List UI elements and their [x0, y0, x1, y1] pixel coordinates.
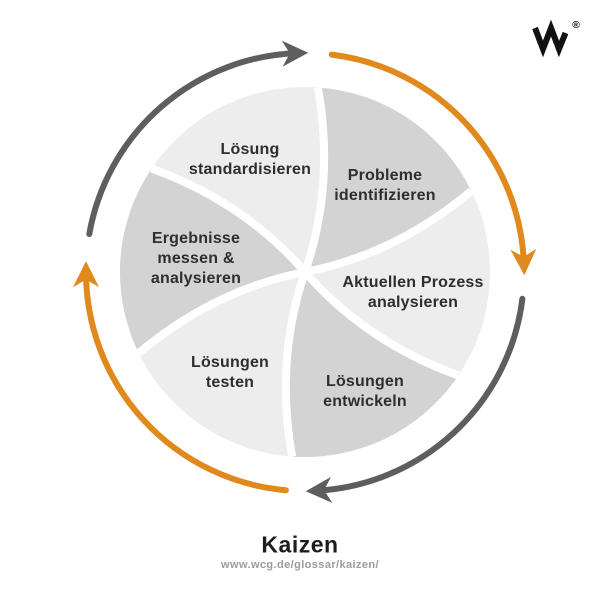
- segment-loesungen-testen: [138, 272, 305, 457]
- segment-label-aktuellen-prozess-analysieren: Aktuellen Prozess analysieren: [342, 274, 484, 311]
- registered-mark: ®: [572, 19, 580, 31]
- segment-loesungen-entwickeln: [285, 272, 459, 458]
- segment-probleme-identifizieren: [305, 87, 472, 273]
- source-url: www.wcg.de/glossar/kaizen/: [221, 559, 379, 571]
- segment-ergebnisse-messen-analysieren: [119, 168, 305, 354]
- segment-divider: [281, 270, 309, 458]
- cycle-arrow-bottom-left: [73, 261, 289, 494]
- brand-w-icon: [532, 19, 569, 58]
- segment-divider: [304, 187, 474, 276]
- pinwheel-wheel: [119, 86, 491, 458]
- segment-label-loesungen-entwickeln: Lösungen entwickeln: [323, 373, 407, 410]
- segment-divider: [150, 164, 309, 275]
- segment-divider: [136, 268, 306, 357]
- segment-label-probleme-identifizieren: Probleme identifizieren: [334, 167, 436, 204]
- cycle-arrow-bottom-right: [305, 295, 526, 503]
- segment-aktuellen-prozess-analysieren: [305, 190, 491, 376]
- cycle-arrow-top-right: [328, 51, 537, 276]
- cycle-arrows: [73, 40, 537, 503]
- segment-loesung-standardisieren: [151, 86, 325, 272]
- segment-label-loesung-standardisieren: Lösung standardisieren: [188, 141, 312, 178]
- diagram-title: Kaizen: [261, 531, 339, 558]
- segment-divider: [301, 269, 460, 380]
- segment-label-loesungen-testen: Lösungen testen: [190, 354, 270, 391]
- segment-label-ergebnisse-messen-analysieren: Ergebnisse messen & analysieren: [150, 230, 242, 287]
- segment-divider: [301, 86, 329, 274]
- brand-logo: ®: [532, 19, 580, 58]
- cycle-arrow-top-left: [86, 40, 309, 237]
